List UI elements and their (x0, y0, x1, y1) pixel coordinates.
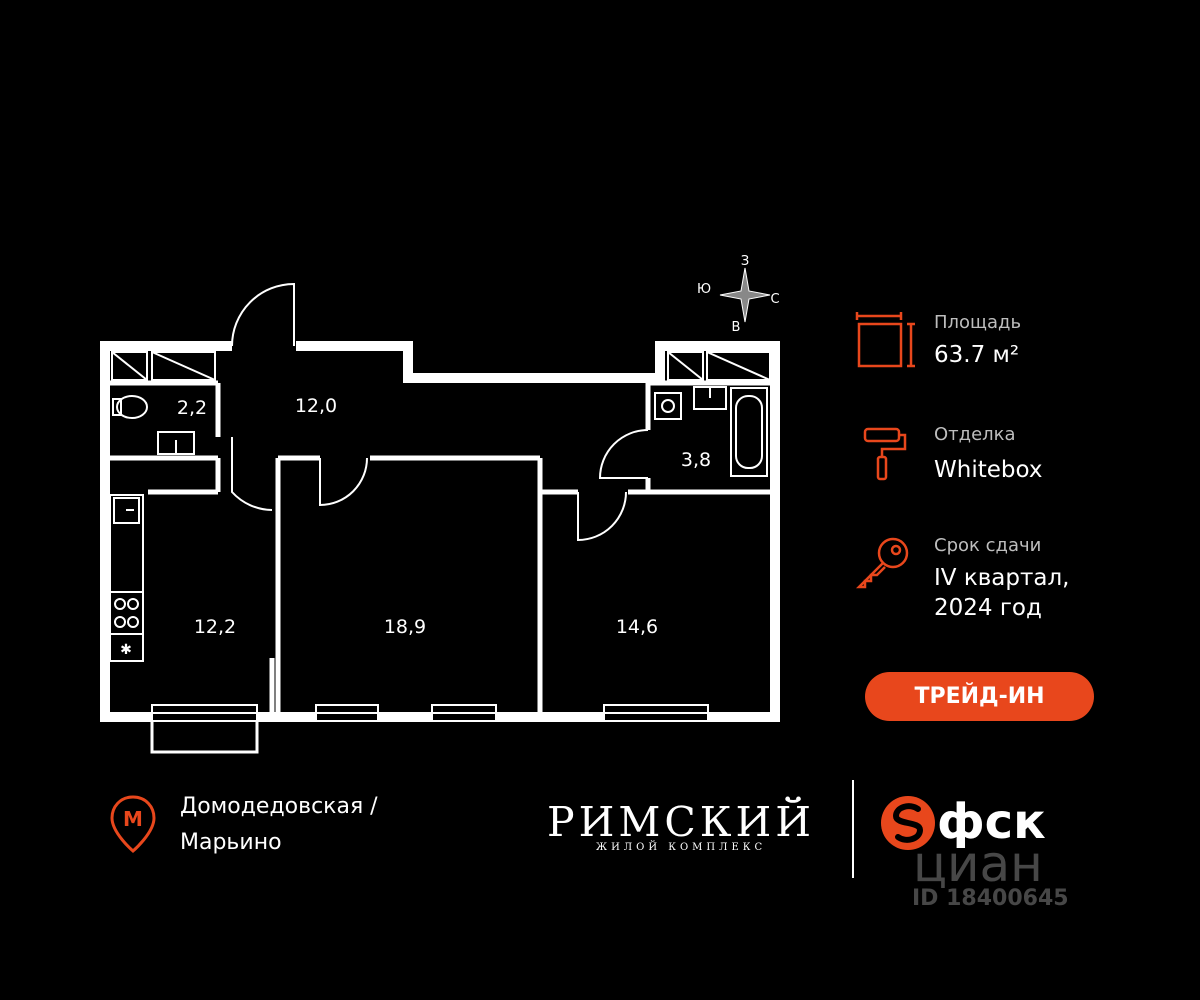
metro-station-line2: Марьино (180, 830, 282, 855)
windows (151, 704, 709, 722)
compass-west: Ю (697, 282, 711, 297)
room-area-kitchen: 12,2 (194, 616, 236, 638)
compass-icon: З Ю С В (697, 254, 780, 335)
area-label: Площадь (934, 312, 1022, 333)
developer-name: фск (937, 794, 1046, 850)
fsk-logo-icon (881, 796, 935, 850)
trade-in-button[interactable]: ТРЕЙД-ИН (865, 672, 1094, 721)
metro-letter: М (123, 807, 143, 831)
doors (231, 282, 649, 542)
compass-south: В (732, 320, 741, 335)
complex-name: РИМСКИЙ (547, 798, 815, 846)
delivery-value-line2: 2024 год (934, 595, 1042, 621)
delivery-label: Срок сдачи (934, 535, 1042, 556)
compass-north: З (741, 254, 749, 269)
outer-walls (100, 341, 780, 722)
area-icon (855, 312, 915, 368)
metro-station-line1: Домодедовская / (180, 794, 378, 819)
watermark-id: ID 18400645 (912, 886, 1069, 911)
room-area-bedroom: 14,6 (616, 616, 658, 638)
closets (111, 351, 771, 381)
complex-subtitle: ЖИЛОЙ КОМПЛЕКС (595, 842, 767, 853)
logo-divider (852, 780, 854, 878)
balcony (150, 716, 259, 754)
room-area-living-room: 18,9 (384, 616, 426, 638)
room-area-bathroom-small: 2,2 (177, 397, 207, 419)
room-area-hall: 12,0 (295, 395, 337, 417)
finish-value: Whitebox (934, 457, 1043, 483)
key-icon (855, 537, 909, 589)
finish-label: Отделка (934, 424, 1016, 445)
svg-text:✱: ✱ (120, 642, 132, 658)
complex-logo: РИМСКИЙ ЖИЛОЙ КОМПЛЕКС (540, 798, 822, 853)
area-value: 63.7 м² (934, 342, 1020, 368)
metro-pin-icon: М (110, 795, 156, 853)
delivery-value-line1: IV квартал, (934, 565, 1070, 591)
room-area-bathroom-large: 3,8 (681, 449, 711, 471)
interior-walls (110, 380, 770, 712)
paint-roller-icon (863, 427, 907, 481)
fixtures: ✱ (109, 386, 768, 662)
watermark-site: циан (913, 835, 1043, 893)
compass-east: С (770, 292, 779, 307)
